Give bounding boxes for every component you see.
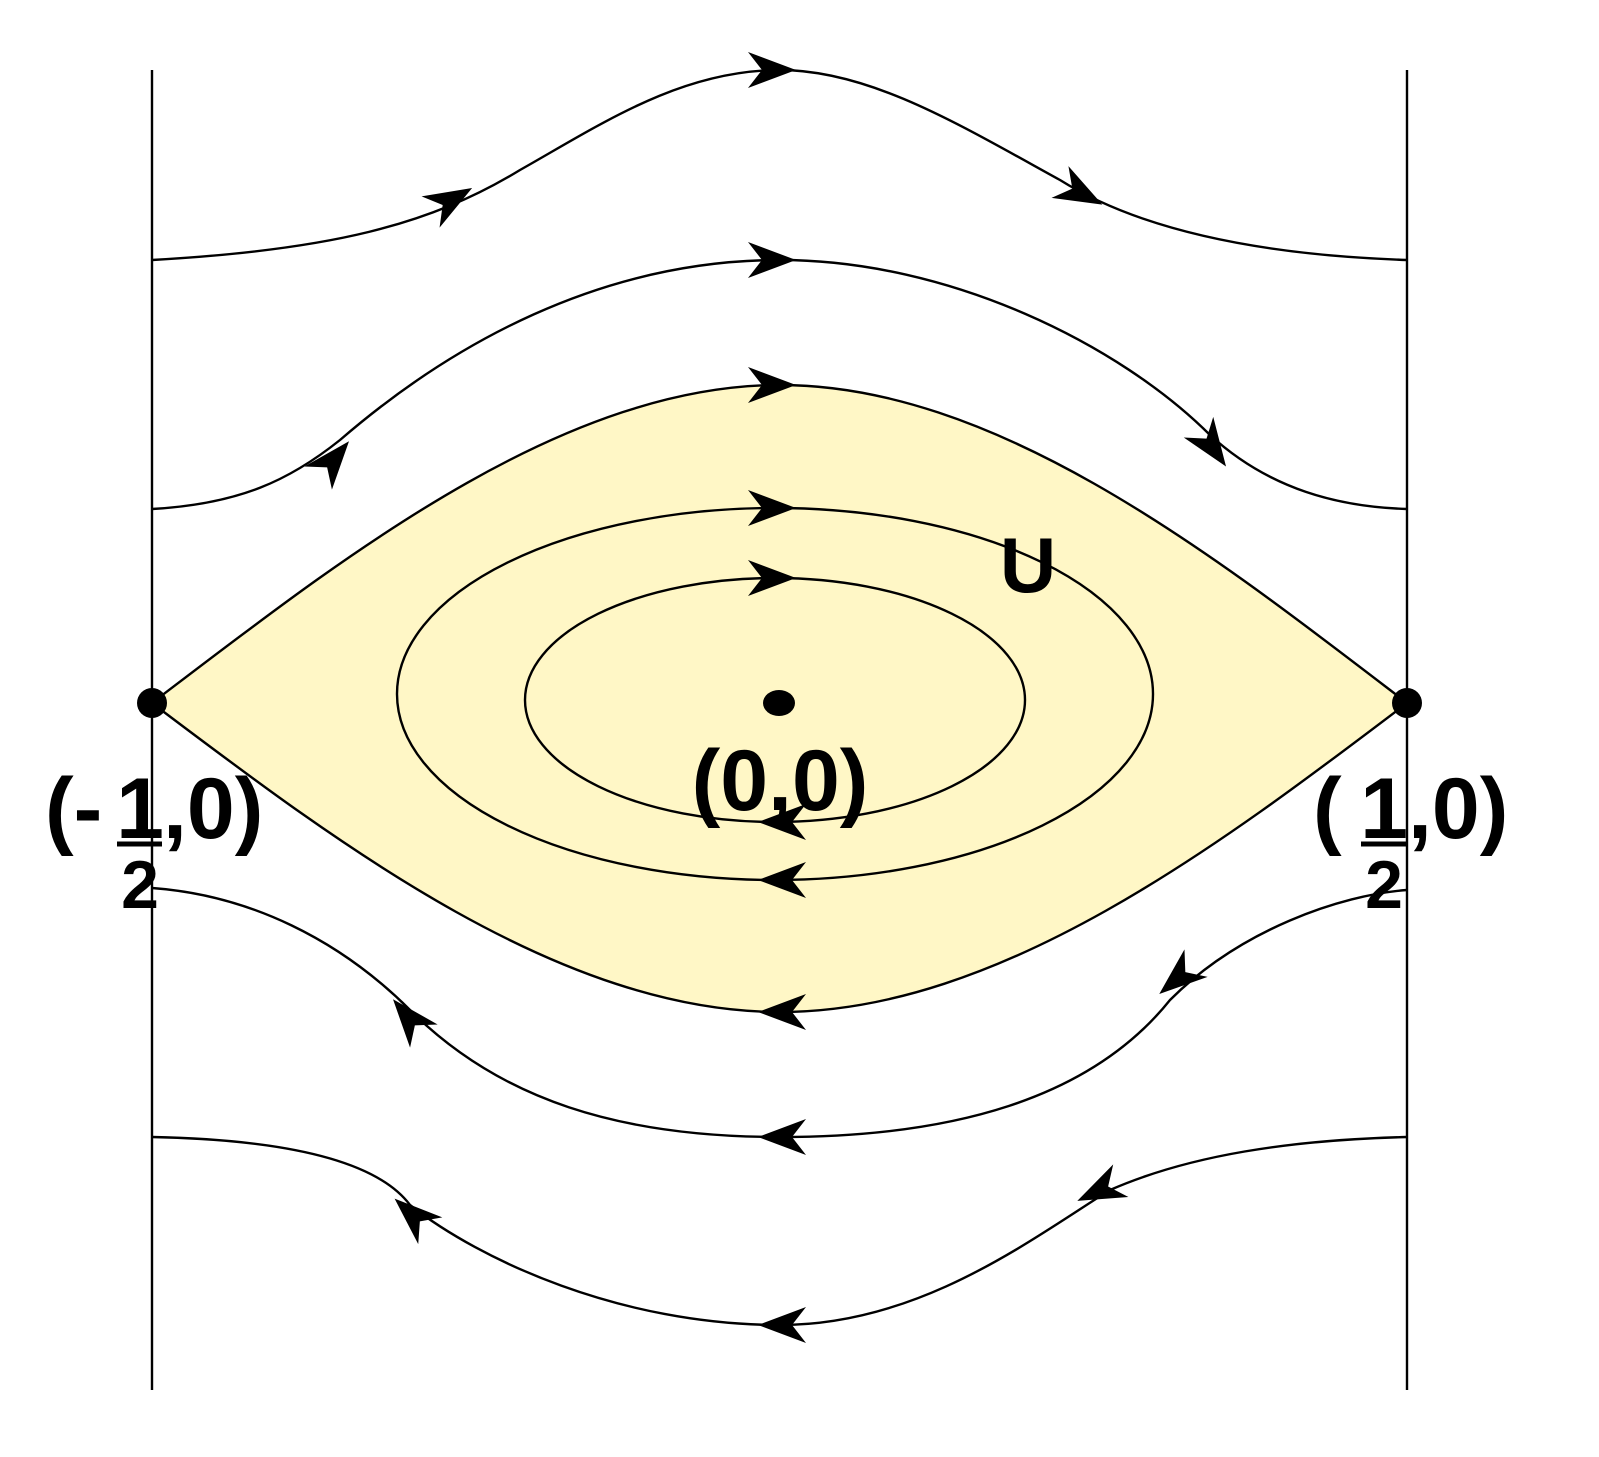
right-label-numerator: 1	[1360, 761, 1408, 857]
arrow-lower-1-right	[1147, 949, 1208, 1008]
left-label-open: (-	[45, 761, 102, 857]
right-label-denominator: 2	[1365, 847, 1403, 923]
saddle-point-right	[1392, 688, 1422, 718]
saddle-point-left	[137, 688, 167, 718]
left-point-label: (- 1 2 ,0)	[45, 761, 263, 923]
right-point-label: ( 1 2 ,0)	[1313, 761, 1508, 923]
trajectory-upper-1	[151, 68, 1408, 262]
right-label-open: (	[1313, 761, 1342, 857]
arrow-lower-2-left	[382, 1185, 443, 1245]
left-label-numerator: 1	[116, 761, 164, 857]
region-label-u: U	[1000, 521, 1056, 609]
left-label-denominator: 2	[121, 847, 159, 923]
arrow-upper-2-right	[1183, 416, 1241, 477]
arrow-upper-1-right	[1051, 166, 1111, 221]
trajectory-lower-2	[151, 1135, 1408, 1327]
arrow-upper-1-left	[421, 172, 482, 228]
left-label-close: ,0)	[163, 761, 263, 857]
right-label-close: ,0)	[1408, 761, 1508, 857]
origin-label: (0,0)	[692, 733, 869, 829]
arrow-lower-1-left	[379, 987, 438, 1048]
center-point-origin	[763, 690, 795, 716]
